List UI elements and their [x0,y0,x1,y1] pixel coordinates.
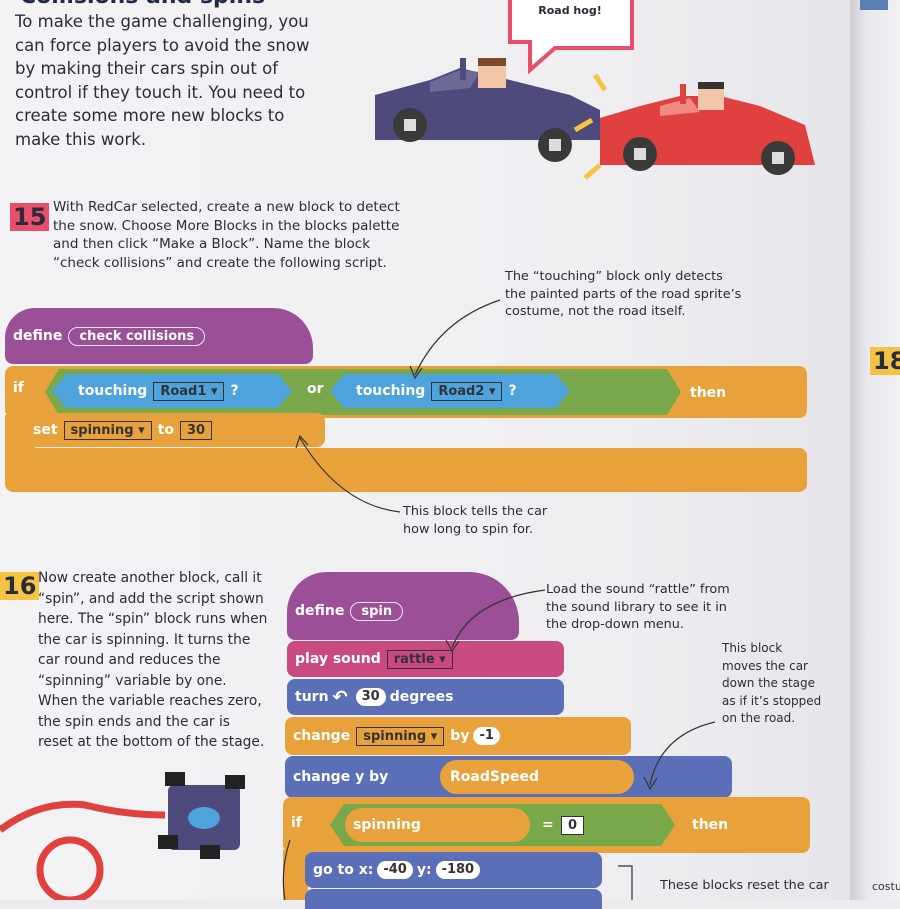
question-mark: ? [230,383,239,399]
define-label: define [13,328,63,344]
section-heading: Collisions and spins [20,0,265,9]
or-label: or [307,381,324,397]
right-page [850,0,900,900]
x-value-field[interactable]: -40 [377,861,413,879]
rotate-icon: ↶ [332,686,348,708]
then-label: then [690,385,727,401]
set-label: set [33,422,58,438]
spinning-reporter[interactable]: spinning [345,808,530,842]
sound-dropdown[interactable]: rattle ▾ [386,649,453,669]
touching-note: The “touching” block only detects the pa… [505,269,742,319]
step-16-text: Now create another block, call it “spin”… [38,570,268,750]
if-label-2: if [291,815,302,831]
spin-duration-note: This block tells the car how long to spi… [403,504,548,537]
road2-dropdown[interactable]: Road2 ▾ [431,382,502,401]
define-spin-block[interactable]: define spin [287,572,519,640]
degrees-field[interactable]: 30 [355,688,386,706]
right-page-cut-text: costu [872,880,900,893]
by-label: by [450,728,470,744]
step-15-text: With RedCar selected, create a new block… [53,199,400,271]
step-16-number: 16 [0,572,40,600]
turn-block[interactable]: turn ↶ 30 degrees [287,679,564,715]
reset-note: These blocks reset the car [660,878,829,893]
goto-xy-block[interactable]: go to x: -40 y: -180 [305,852,602,888]
touching-road2-block[interactable]: touching Road2 ▾ ? [330,374,570,408]
right-page-step-badge [860,0,888,10]
road1-dropdown[interactable]: Road1 ▾ [153,382,224,401]
y-label: y: [416,862,432,878]
equals-value-field[interactable]: 0 [561,816,585,835]
speech-bubble-text: Road hog! [538,4,602,17]
by-value-field[interactable]: -1 [473,727,500,745]
define-check-collisions-block[interactable]: define check collisions [5,308,313,364]
change-label: change [293,728,351,744]
roadspeed-reporter[interactable]: RoadSpeed [440,760,634,794]
spinning-car-illustration [0,772,245,900]
to-label: to [157,422,174,438]
spin-name: spin [350,601,404,621]
if-label: if [13,380,24,396]
intro-text: To make the game challenging, you can fo… [15,12,310,149]
degrees-label: degrees [389,689,454,705]
change-spinning-block[interactable]: change spinning ▾ by -1 [285,717,631,755]
rattle-note: Load the sound “rattle” from the sound l… [546,582,730,632]
next-block-partial [305,889,602,909]
spinning-dropdown-2[interactable]: spinning ▾ [356,726,445,746]
touching-label-2: touching [356,383,426,399]
if-block-bottom [5,448,807,492]
step-15-number: 15 [10,203,50,231]
roadspeed-label: RoadSpeed [450,769,539,785]
step-18-number: 18 [870,347,900,375]
play-sound-label: play sound [295,651,381,667]
then-label-2: then [692,817,729,833]
set-value-field[interactable]: 30 [179,420,213,440]
equals-label: = [542,817,554,833]
touching-road1-block[interactable]: touching Road1 ▾ ? [52,374,292,408]
y-value-field[interactable]: -180 [435,861,481,879]
set-spinning-block[interactable]: set spinning ▾ to 30 [25,413,325,447]
change-y-label: change y by [293,769,389,785]
car-crash-illustration [375,0,815,180]
spinning-dropdown[interactable]: spinning ▾ [63,420,152,440]
check-collisions-name: check collisions [68,326,206,346]
turn-label: turn [295,689,329,705]
moves-car-note: This block moves the car down the stage … [722,641,822,725]
define-label-2: define [295,603,345,619]
question-mark-2: ? [508,383,517,399]
touching-label: touching [78,383,148,399]
goto-label: go to x: [313,862,374,878]
play-sound-block[interactable]: play sound rattle ▾ [287,641,564,677]
spinning-label: spinning [353,817,421,833]
